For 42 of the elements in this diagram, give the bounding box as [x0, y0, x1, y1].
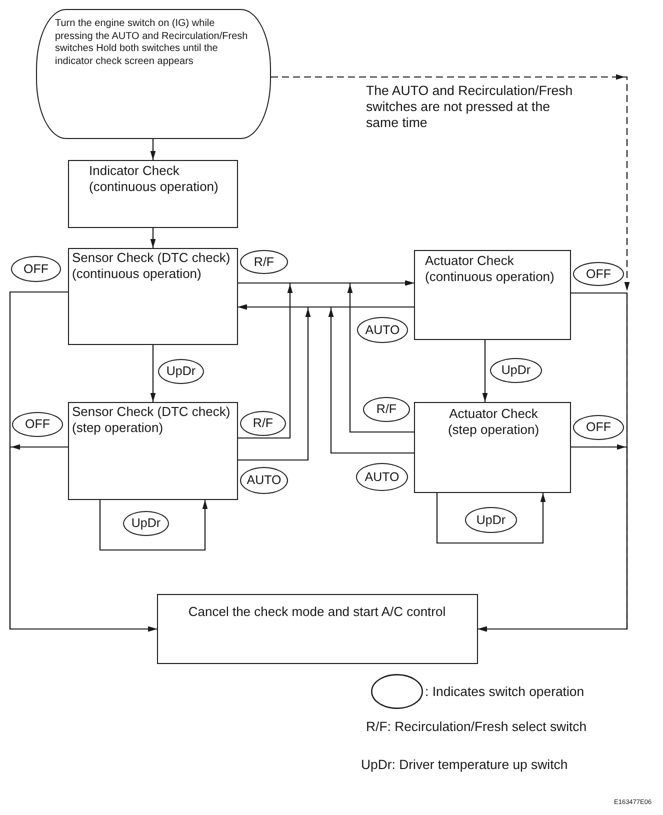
box-text: Cancel the check mode and start A/C control	[187, 604, 447, 620]
switch-label: R/F	[363, 397, 410, 422]
switch-label: R/F	[240, 250, 288, 274]
edge-label: The AUTO and Recirculation/Fresh switches are not pressed at the same time	[366, 83, 574, 131]
box-text: Sensor Check (DTC check) (step operation)	[72, 404, 232, 436]
box-text: Actuator Check (step operation)	[446, 406, 540, 438]
process-box	[414, 402, 571, 493]
start-box	[36, 9, 271, 139]
switch-label: AUTO	[240, 467, 288, 494]
switch-label: OFF	[11, 256, 61, 282]
switch-label: UpDr	[158, 359, 204, 384]
switch-label: OFF	[573, 415, 624, 440]
arrow	[238, 304, 414, 454]
box-text: Indicator Check (continuous operation)	[89, 163, 220, 195]
switch-label: UpDr	[123, 511, 169, 536]
arrow	[478, 444, 628, 632]
process-box	[68, 248, 238, 345]
switch-label: R/F	[240, 411, 286, 436]
arrow	[436, 493, 546, 544]
switch-label: OFF	[12, 412, 63, 437]
switch-label: AUTO	[357, 317, 408, 343]
arrow	[150, 345, 156, 402]
switch-label: AUTO	[356, 463, 408, 491]
switch-label: UpDr	[465, 507, 517, 533]
process-box	[68, 160, 238, 228]
process-box	[157, 594, 478, 664]
arrow	[150, 139, 156, 160]
abbreviation-note: R/F: Recirculation/Fresh select switch	[366, 719, 587, 735]
legend-text: : Indicates switch operation	[425, 684, 584, 699]
arrow	[9, 444, 157, 632]
arrow	[150, 228, 156, 248]
process-box	[414, 250, 571, 340]
box-text: Sensor Check (DTC check) (continuous operation)	[72, 250, 232, 282]
process-box	[68, 402, 238, 500]
box-text: Actuator Check (continuous operation)	[425, 253, 556, 285]
abbreviation-note: UpDr: Driver temperature up switch	[361, 757, 568, 773]
switch-label: UpDr	[490, 358, 542, 383]
box-text: Turn the engine switch on (IG) while pressing the AUTO and Recirculation/Fresh switches Hold both switches until the indicator check screen appears	[55, 18, 249, 69]
arrow	[482, 340, 488, 402]
arrow	[347, 280, 414, 433]
arrow	[99, 500, 208, 551]
switch-label: OFF	[573, 262, 624, 286]
